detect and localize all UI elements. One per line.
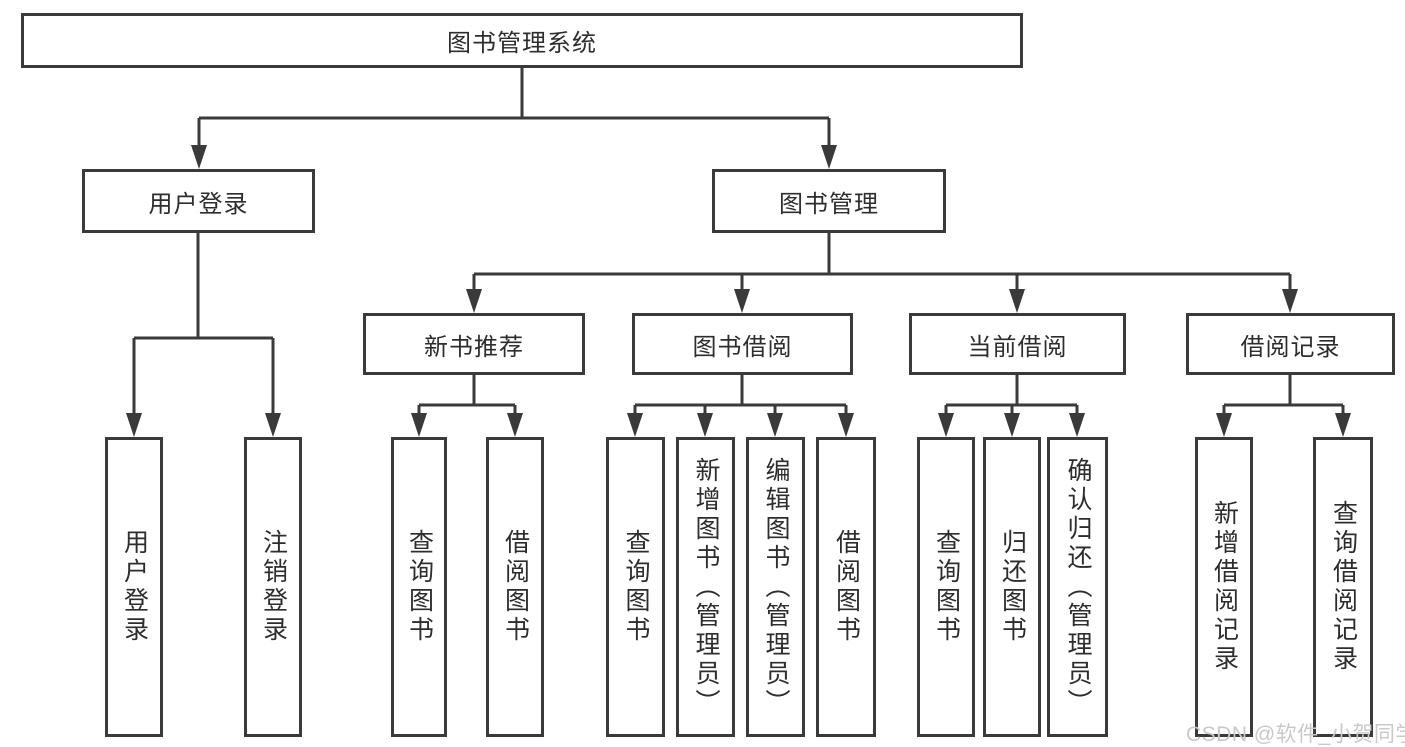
leaf-edit-books-admin: 编辑图书（管理员） — [746, 437, 805, 737]
leaf-label: 归还图书 — [998, 529, 1027, 645]
leaf-label: 注销登录 — [259, 529, 288, 645]
leaf-add-borrow-record: 新增借阅记录 — [1195, 437, 1253, 737]
leaf-label: 借阅图书 — [501, 529, 530, 645]
node-label: 图书借阅 — [692, 333, 793, 361]
leaf-label: 查询图书 — [622, 529, 650, 645]
leaf-label: 编辑图书（管理员） — [762, 456, 790, 718]
node-borrowing-records: 借阅记录 — [1186, 313, 1395, 375]
node-user-login: 用户登录 — [82, 169, 315, 233]
node-current-borrowing: 当前借阅 — [909, 313, 1126, 375]
leaf-user-login: 用户登录 — [105, 437, 163, 737]
leaf-borrow-books: 借阅图书 — [816, 437, 876, 737]
leaf-label: 用户登录 — [120, 529, 149, 645]
node-label: 图书管理系统 — [447, 30, 597, 57]
node-label: 图书管理 — [779, 190, 879, 218]
leaf-add-books-admin: 新增图书（管理员） — [676, 437, 735, 737]
leaf-return-books: 归还图书 — [983, 437, 1041, 737]
leaf-query-borrow-record: 查询借阅记录 — [1313, 437, 1373, 737]
csdn-watermark: CSDN @软件_小贺同学 — [1186, 723, 1405, 746]
leaf-label: 新增借阅记录 — [1210, 500, 1239, 674]
node-library-management-system: 图书管理系统 — [21, 13, 1023, 68]
leaf-logout: 注销登录 — [244, 437, 302, 737]
node-label: 用户登录 — [148, 190, 249, 218]
leaf-confirm-return-admin: 确认归还（管理员） — [1047, 437, 1108, 737]
leaf-borrow-books-recommend: 借阅图书 — [486, 437, 544, 737]
leaf-label: 新增图书（管理员） — [692, 456, 720, 718]
node-label: 新书推荐 — [424, 333, 524, 361]
leaf-label: 确认归还（管理员） — [1064, 456, 1092, 718]
leaf-query-books-borrow: 查询图书 — [606, 437, 665, 737]
leaf-label: 查询图书 — [405, 529, 434, 645]
leaf-label: 查询借阅记录 — [1329, 500, 1358, 674]
node-book-borrowing: 图书借阅 — [632, 313, 853, 375]
leaf-query-books-recommend: 查询图书 — [391, 437, 447, 737]
leaf-label: 借阅图书 — [832, 529, 861, 645]
node-label: 当前借阅 — [967, 333, 1068, 361]
leaf-label: 查询图书 — [932, 529, 961, 645]
node-label: 借阅记录 — [1240, 333, 1341, 361]
node-book-management: 图书管理 — [712, 169, 946, 233]
leaf-query-books-current: 查询图书 — [917, 437, 975, 737]
node-new-book-recommendation: 新书推荐 — [363, 313, 585, 375]
